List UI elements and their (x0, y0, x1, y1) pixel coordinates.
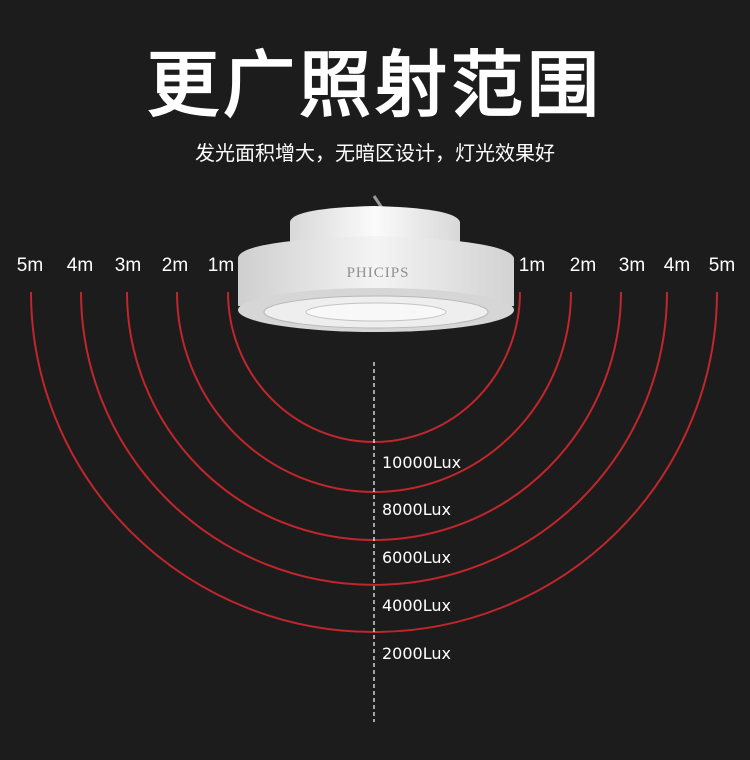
lux-label: 6000Lux (382, 548, 451, 567)
distance-label: 1m (208, 255, 234, 276)
lux-label: 2000Lux (382, 644, 451, 663)
distance-label: 5m (709, 255, 735, 276)
ufo-lamp: PHICIPS (238, 195, 514, 332)
ring-4m (80, 291, 668, 586)
page-title: 更广照射范围 (146, 43, 603, 127)
lamp-hook (372, 195, 384, 209)
lamp-top-cap (290, 206, 460, 246)
distance-labels-right: 1m 2m 3m 4m 5m (519, 255, 735, 276)
lux-labels: 10000Lux 8000Lux 6000Lux 4000Lux 2000Lux (382, 453, 461, 663)
distance-label: 3m (619, 255, 645, 276)
lux-label: 10000Lux (382, 453, 461, 472)
lux-label: 4000Lux (382, 596, 451, 615)
distance-label: 2m (570, 255, 596, 276)
lamp-body (238, 236, 514, 306)
lamp-led-core (305, 302, 447, 322)
distance-label: 4m (67, 255, 93, 276)
distance-label: 3m (115, 255, 141, 276)
distance-labels-left: 5m 4m 3m 2m 1m (17, 255, 234, 276)
distance-label: 5m (17, 255, 43, 276)
distance-label: 1m (519, 255, 545, 276)
distance-label: 4m (664, 255, 690, 276)
lux-label: 8000Lux (382, 500, 451, 519)
page-subtitle: 发光面积增大，无暗区设计，灯光效果好 (195, 141, 555, 165)
lamp-brand: PHICIPS (347, 265, 410, 281)
distance-label: 2m (162, 255, 188, 276)
